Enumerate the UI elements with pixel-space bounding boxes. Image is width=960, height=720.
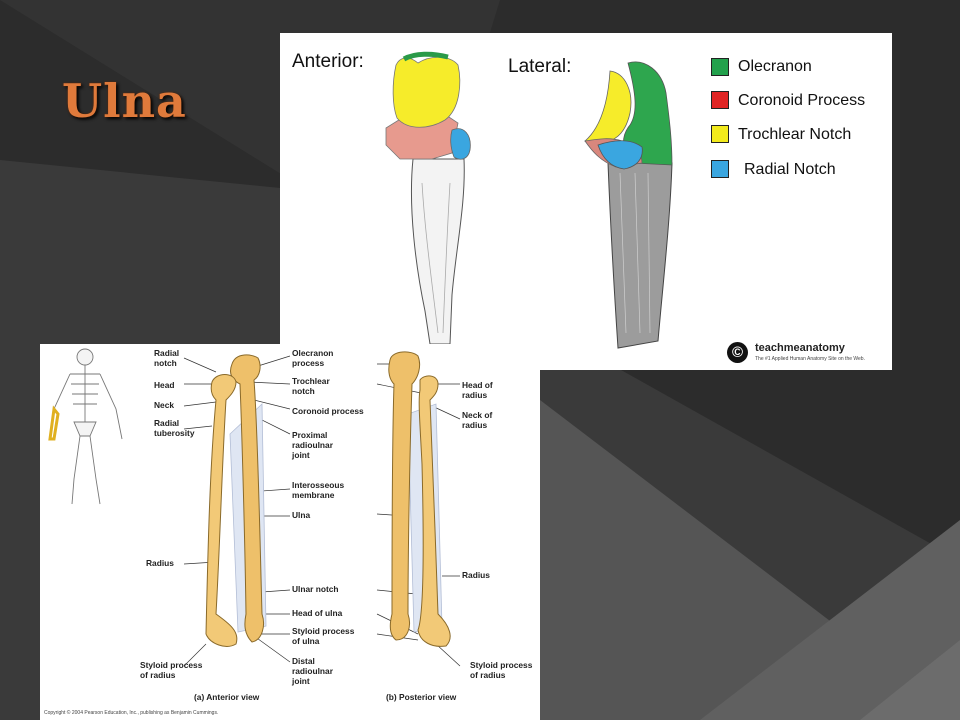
figure-copyright: Copyright © 2004 Pearson Education, Inc.…: [44, 710, 219, 716]
anterior-ulna-shape: [229, 354, 265, 643]
ulna-colored-figure: Anterior: Lateral: Olecranon Coronoid Pr…: [280, 33, 892, 370]
lateral-view-label: Lateral:: [508, 56, 572, 77]
label-radius-posterior: Radius: [462, 570, 490, 580]
brand-name: teachmeanatomy: [755, 342, 845, 354]
legend-label-trochlear: Trochlear Notch: [738, 126, 852, 143]
label-radius-anterior: Radius: [146, 558, 174, 568]
label-head-of-ulna: Head of ulna: [292, 608, 343, 618]
brand-tagline: The #1 Applied Human Anatomy Site on the…: [755, 356, 865, 362]
legend-swatch-olecranon: [711, 58, 729, 76]
anterior-radius-shape: [205, 374, 238, 647]
caption-posterior-view: (b) Posterior view: [386, 692, 457, 702]
legend-label-coronoid: Coronoid Process: [738, 92, 866, 109]
legend-label-olecranon: Olecranon: [738, 58, 812, 75]
anterior-ulna-drawing: [385, 51, 471, 345]
lateral-ulna-drawing: [584, 61, 673, 349]
posterior-radius-shape: [417, 375, 451, 647]
legend-swatch-coronoid: [711, 91, 729, 109]
posterior-ulna-shape: [388, 351, 421, 641]
legend-swatch-radial-notch: [711, 160, 729, 178]
label-neck: Neck: [154, 400, 175, 410]
copyright-logo-icon: ©: [727, 342, 748, 363]
ulna-illustrations: [385, 51, 673, 349]
slide-title: Ulna: [62, 74, 187, 128]
skeleton-thumbnail-icon: [48, 348, 123, 505]
forearm-bones-illustration: [48, 348, 461, 667]
legend-label-radial-notch: Radial Notch: [744, 161, 836, 178]
label-ulnar-notch: Ulnar notch: [292, 584, 339, 594]
legend-swatch-trochlear: [711, 125, 729, 143]
anterior-view-label: Anterior:: [292, 51, 364, 72]
label-ulna: Ulna: [292, 510, 311, 520]
label-coronoid-process: Coronoid process: [292, 406, 364, 416]
label-head: Head: [154, 380, 175, 390]
caption-anterior-view: (a) Anterior view: [194, 692, 260, 702]
